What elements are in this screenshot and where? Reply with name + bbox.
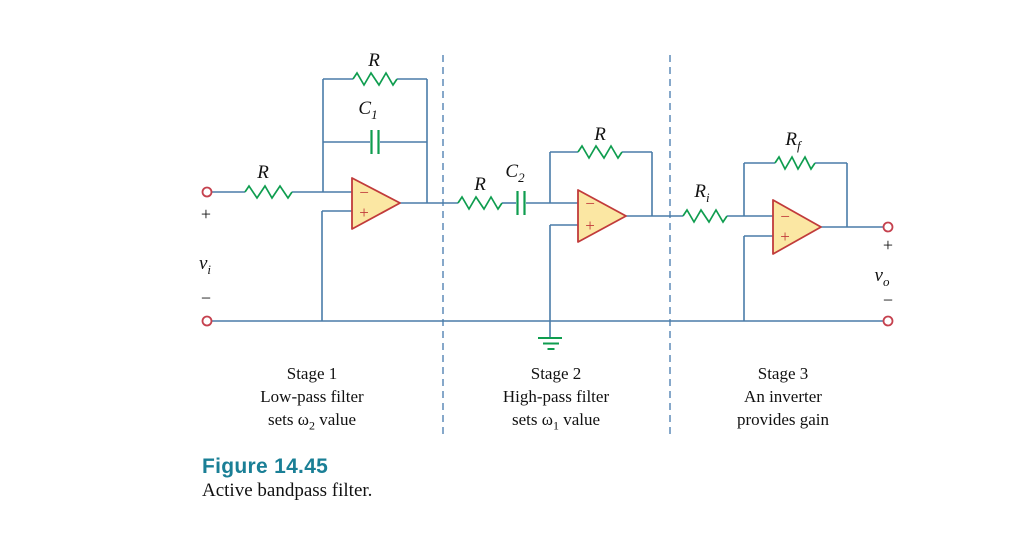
opamp-stage3-icon [772, 199, 822, 255]
label-vo: vo [875, 265, 890, 289]
opamp3-plus-sign: + [780, 227, 790, 246]
label-vi: vi [199, 253, 211, 277]
ground-icon [538, 337, 562, 350]
resistor-series2-icon [457, 195, 503, 211]
stage3-desc: An inverter [744, 387, 822, 406]
capacitors [370, 130, 526, 215]
opamp2-minus-sign: − [585, 194, 595, 213]
stage3-note: provides gain [736, 410, 830, 429]
figure-label: Figure 14.45 [202, 455, 329, 478]
resistor-feedback1-icon [352, 71, 398, 87]
output-terminal-bottom-icon [882, 315, 894, 327]
stage1-title: Stage 1 [286, 364, 338, 383]
opamp-stage2-icon [577, 189, 627, 243]
output-minus-sign: − [883, 290, 893, 310]
label-r-feedback2: R [593, 124, 606, 145]
label-ri: Ri [693, 181, 710, 205]
opamp-stage1-icon [351, 177, 401, 230]
stage2-note: sets ω1 value [511, 410, 601, 433]
opamp1-plus-sign: + [359, 203, 369, 222]
output-terminal-top-icon [882, 221, 894, 233]
opamp1-minus-sign: − [359, 183, 369, 202]
resistor-input-icon [244, 184, 293, 200]
capacitor-c1-icon [370, 130, 380, 154]
stage1-desc: Low-pass filter [260, 387, 364, 406]
opamp2-plus-sign: + [585, 216, 595, 235]
stage2-title: Stage 2 [530, 364, 582, 383]
figure-caption: Active bandpass filter. [202, 480, 373, 501]
resistor-ri-icon [682, 208, 728, 224]
label-r-series2: R [473, 174, 486, 195]
stage1-label: Stage 1 Low-pass filter sets ω2 value [207, 362, 417, 437]
resistor-feedback2-icon [577, 144, 623, 160]
label-rf: Rf [784, 129, 803, 153]
label-r-input: R [256, 162, 269, 183]
label-r-feedback1: R [367, 50, 380, 71]
resistor-rf-icon [774, 155, 816, 171]
stage3-label: Stage 3 An inverter provides gain [678, 362, 888, 437]
stage1-note: sets ω2 value [267, 410, 357, 433]
input-minus-sign: − [201, 288, 211, 308]
terminals [201, 186, 894, 327]
input-terminal-bottom-icon [201, 315, 213, 327]
stage2-desc: High-pass filter [502, 387, 610, 406]
opamps [351, 177, 822, 255]
label-c1: C1 [358, 98, 377, 122]
input-terminal-top-icon [201, 186, 213, 198]
stage2-label: Stage 2 High-pass filter sets ω1 value [451, 362, 661, 437]
input-plus-sign: + [201, 204, 211, 224]
opamp3-minus-sign: − [780, 207, 790, 226]
output-plus-sign: + [883, 235, 893, 255]
wires [212, 78, 883, 337]
label-c2: C2 [505, 161, 525, 185]
capacitor-c2-icon [516, 191, 526, 215]
resistors [244, 71, 816, 224]
stage3-title: Stage 3 [757, 364, 809, 383]
